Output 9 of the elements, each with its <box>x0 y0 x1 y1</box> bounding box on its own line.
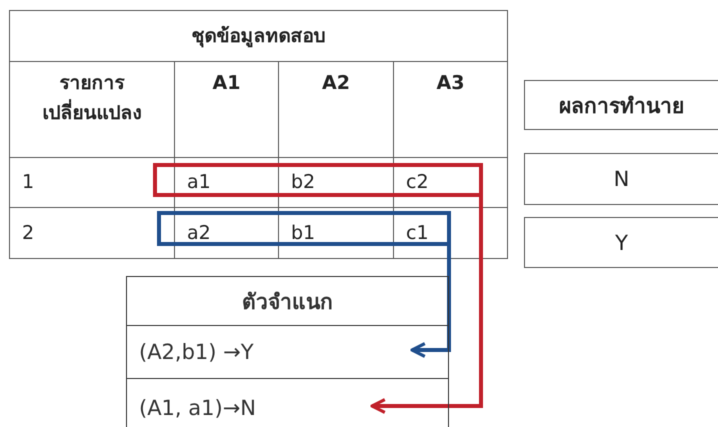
table-cell: 2 <box>9 207 175 259</box>
prediction-header: ผลการทำนาย <box>524 80 718 130</box>
classifier-header: ตัวจำแนก <box>126 276 449 326</box>
prediction-value: Y <box>524 217 718 268</box>
table-header-cell: ชุดข้อมูลทดสอบ <box>9 10 508 62</box>
prediction-value: N <box>524 153 718 205</box>
highlight-frame <box>157 211 451 246</box>
table-cell: c1 <box>393 207 508 259</box>
highlight-frame <box>153 163 483 197</box>
